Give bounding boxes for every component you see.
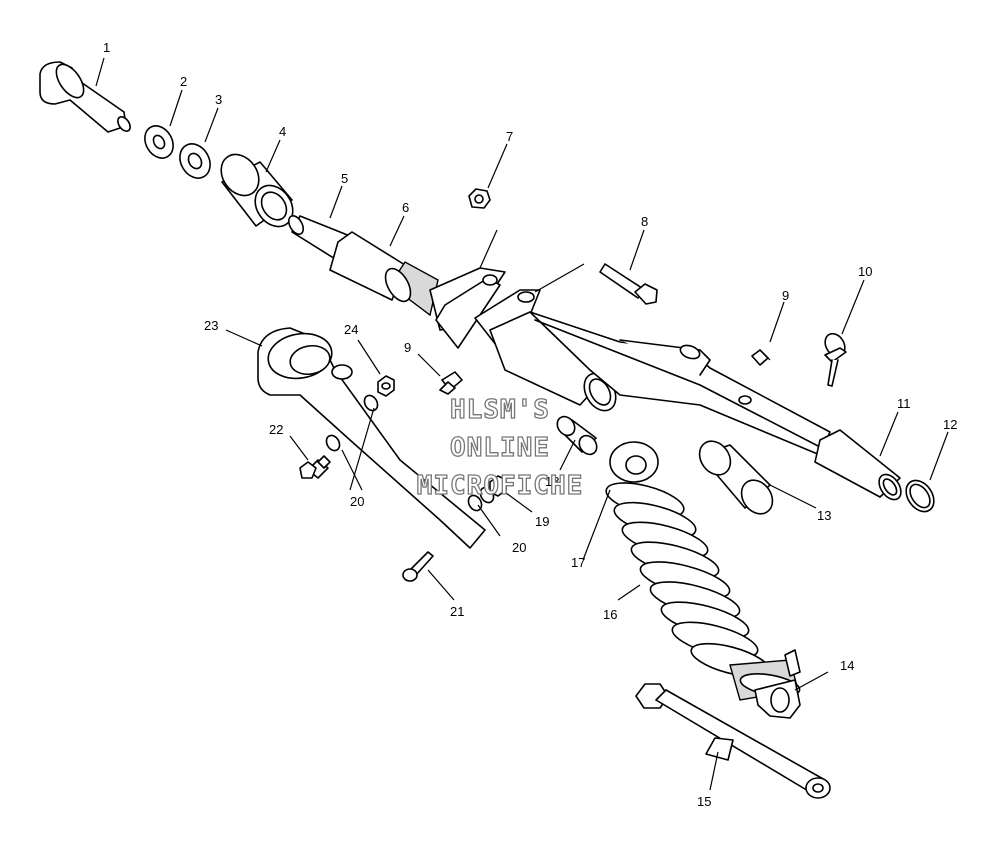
- callout-15: 15: [697, 794, 711, 809]
- callout-16: 16: [603, 607, 617, 622]
- callout-24: 24: [344, 322, 358, 337]
- part-16-shock-absorber: [605, 441, 801, 719]
- part-5-6-pivot-shaft: [287, 215, 506, 349]
- callout-13: 13: [817, 508, 831, 523]
- callout-9-left: 9: [404, 340, 411, 355]
- callout-6: 6: [402, 200, 409, 215]
- callout-3: 3: [215, 92, 222, 107]
- part-8-bolt: [599, 263, 658, 305]
- part-24-nut: [377, 375, 395, 397]
- callout-7: 7: [506, 129, 513, 144]
- part-12-ring: [905, 479, 935, 513]
- callout-22: 22: [269, 422, 283, 437]
- part-3-washer: [179, 143, 211, 179]
- part-4-bushing: [220, 153, 294, 228]
- callout-14: 14: [840, 658, 854, 673]
- watermark-line-2: ONLINE: [450, 433, 550, 463]
- callout-5: 5: [341, 171, 348, 186]
- part-2-washer: [144, 125, 174, 159]
- callout-20-lower: 20: [512, 540, 526, 555]
- part-15-long-bolt: [635, 683, 831, 799]
- callout-1: 1: [103, 40, 110, 55]
- part-19-nut: [489, 475, 507, 497]
- part-1-shoulder-bolt: [39, 61, 131, 133]
- part-10-pin-clip: [824, 332, 847, 387]
- part-21-carriage-bolt: [402, 551, 434, 582]
- callout-numbers: 1 2 3 4 5 6 7 8 9 10 11 12 13 14 15 16 1…: [103, 40, 957, 809]
- part-7-nut: [468, 188, 491, 209]
- watermark: HLSM'S ONLINE MICROFICHE: [416, 394, 584, 501]
- callout-9-right: 9: [782, 288, 789, 303]
- part-20-washers-upper: [325, 394, 379, 452]
- part-18-spacer: [556, 415, 598, 456]
- callout-17: 17: [571, 555, 585, 570]
- watermark-line-3: MICROFICHE: [417, 471, 584, 501]
- callout-leaders: [95, 57, 949, 791]
- callout-21: 21: [450, 604, 464, 619]
- part-9-grease-fitting-left: [439, 371, 463, 395]
- callout-2: 2: [180, 74, 187, 89]
- callout-18: 18: [545, 474, 559, 489]
- swing-arm-body: [474, 289, 831, 456]
- callout-12: 12: [943, 417, 957, 432]
- callout-11: 11: [897, 396, 911, 411]
- callout-20-upper: 20: [350, 494, 364, 509]
- callout-19: 19: [535, 514, 549, 529]
- callout-23: 23: [204, 318, 218, 333]
- part-14-clevis: [784, 649, 801, 677]
- callout-8: 8: [641, 214, 648, 229]
- part-11-rear-tube: [814, 429, 902, 501]
- watermark-line-1: HLSM'S: [450, 395, 550, 425]
- callout-4: 4: [279, 124, 286, 139]
- part-22-bolt: [299, 455, 331, 479]
- part-13-bushing: [698, 440, 774, 515]
- part-9-grease-fitting-right: [751, 349, 771, 366]
- part-23-arm-link: [257, 327, 486, 549]
- callout-10: 10: [858, 264, 872, 279]
